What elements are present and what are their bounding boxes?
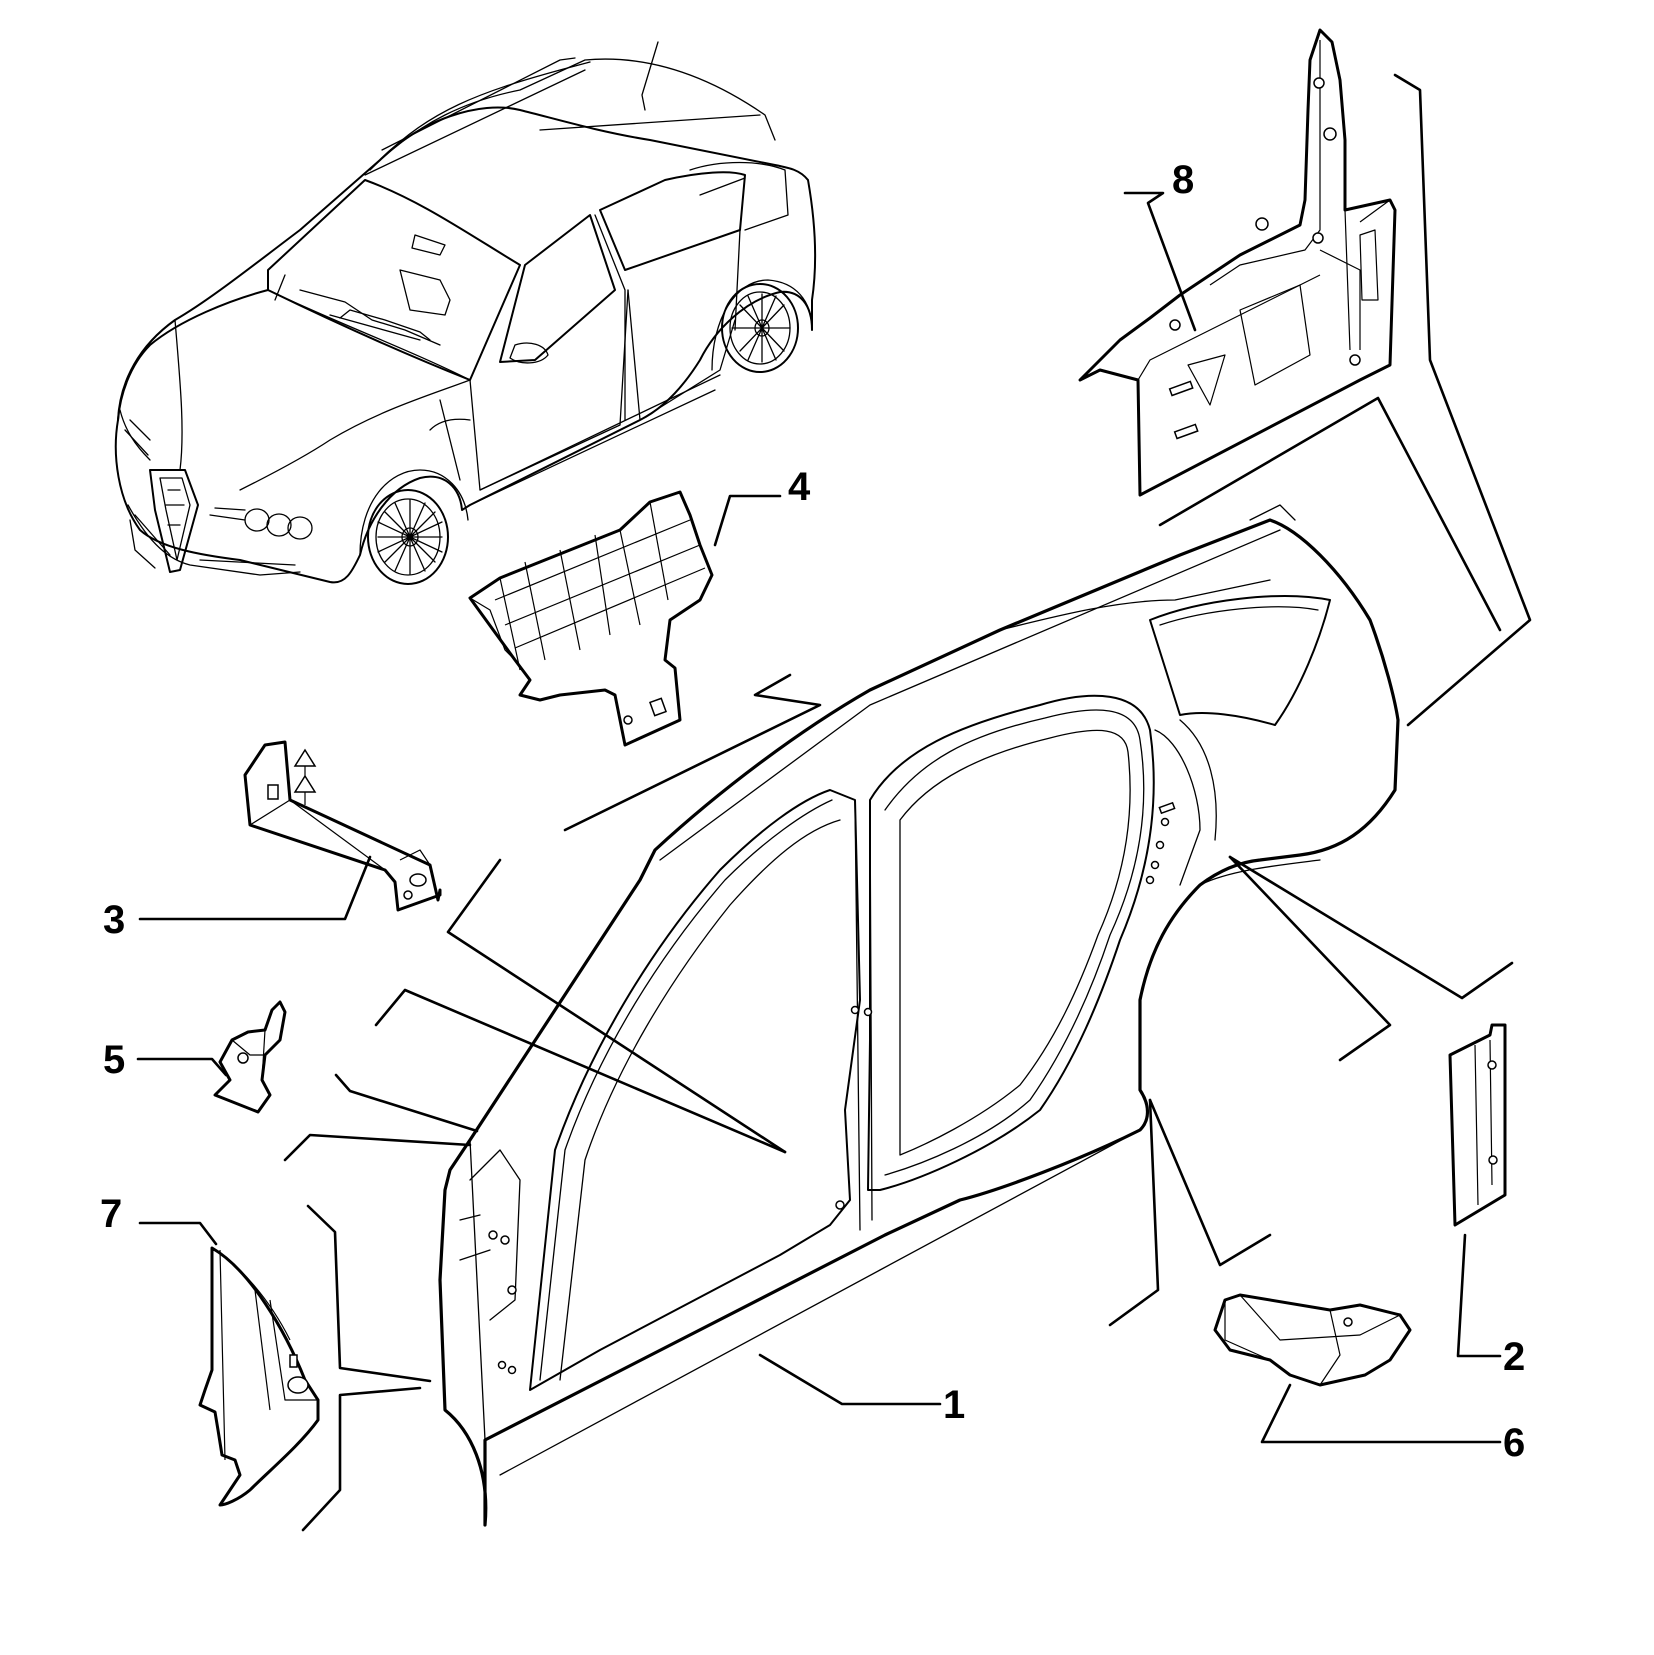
callout-8: 8 — [1172, 158, 1194, 202]
callout-6: 6 — [1503, 1421, 1525, 1465]
part-3-illustration — [243, 740, 442, 912]
callout-7: 7 — [100, 1192, 122, 1236]
front-wheel-icon — [367, 489, 449, 585]
part-5-illustration — [213, 1000, 287, 1114]
part-4-illustration — [468, 490, 714, 747]
part-6-illustration — [1213, 1293, 1412, 1387]
part-1-side-frame-illustration — [438, 504, 1400, 1527]
callout-1: 1 — [943, 1383, 965, 1427]
part-8-illustration — [1078, 28, 1397, 497]
part-7-illustration — [198, 1246, 320, 1507]
callout-4: 4 — [788, 465, 811, 509]
leader-lines — [136, 73, 1532, 1532]
part-2-illustration — [1448, 1023, 1507, 1227]
rear-wheel-icon — [721, 283, 799, 373]
callout-labels: 3 5 7 8 4 1 2 6 — [100, 158, 1525, 1465]
callout-2: 2 — [1503, 1335, 1525, 1379]
car-overview-illustration — [114, 41, 817, 585]
callout-5: 5 — [103, 1038, 125, 1082]
callout-3: 3 — [103, 898, 125, 942]
